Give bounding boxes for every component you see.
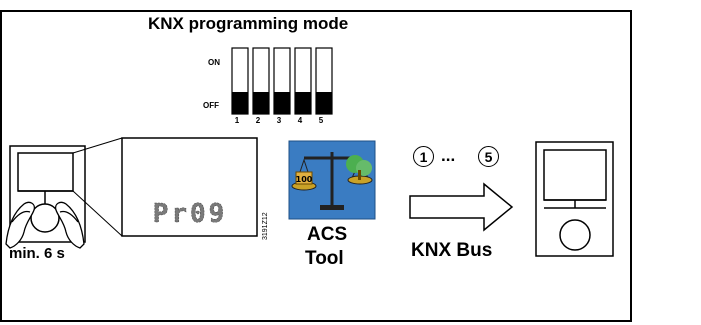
thermostat-device-right <box>535 141 614 257</box>
bus-arrow <box>409 182 514 232</box>
diagram-title: KNX programming mode <box>148 14 349 33</box>
dip-number-4: 4 <box>297 116 303 125</box>
step-ellipsis: ... <box>441 146 456 165</box>
tool-label-line2: Tool <box>305 248 344 269</box>
lcd-display <box>121 137 258 237</box>
dip-switch-block <box>231 47 333 115</box>
hands-icon <box>5 201 85 249</box>
knx-bus-label: KNX Bus <box>411 240 493 261</box>
dip-on-label: ON <box>208 58 220 67</box>
dip-off-label: OFF <box>203 101 219 110</box>
step-end-circle: 5 <box>478 146 499 167</box>
dip-switch-3 <box>273 47 291 115</box>
dip-number-3: 3 <box>276 116 282 125</box>
hold-duration-label: min. 6 s <box>9 245 65 262</box>
dip-number-2: 2 <box>255 116 261 125</box>
dip-switch-2 <box>252 47 270 115</box>
dip-number-1: 1 <box>234 116 240 125</box>
lcd-display-text: Pr09 <box>153 199 228 229</box>
figure-id: 3191Z12 <box>262 212 269 240</box>
dip-switch-5 <box>315 47 333 115</box>
svg-text:100: 100 <box>296 175 313 184</box>
dip-switch-1 <box>231 47 249 115</box>
dip-switch-4 <box>294 47 312 115</box>
tool-label-line1: ACS <box>307 224 348 245</box>
thermostat-device-left <box>9 145 86 243</box>
acs-tool-icon: 100 <box>288 140 376 220</box>
diagram-frame <box>0 10 632 322</box>
dip-number-5: 5 <box>318 116 324 125</box>
step-start-circle: 1 <box>413 146 434 167</box>
